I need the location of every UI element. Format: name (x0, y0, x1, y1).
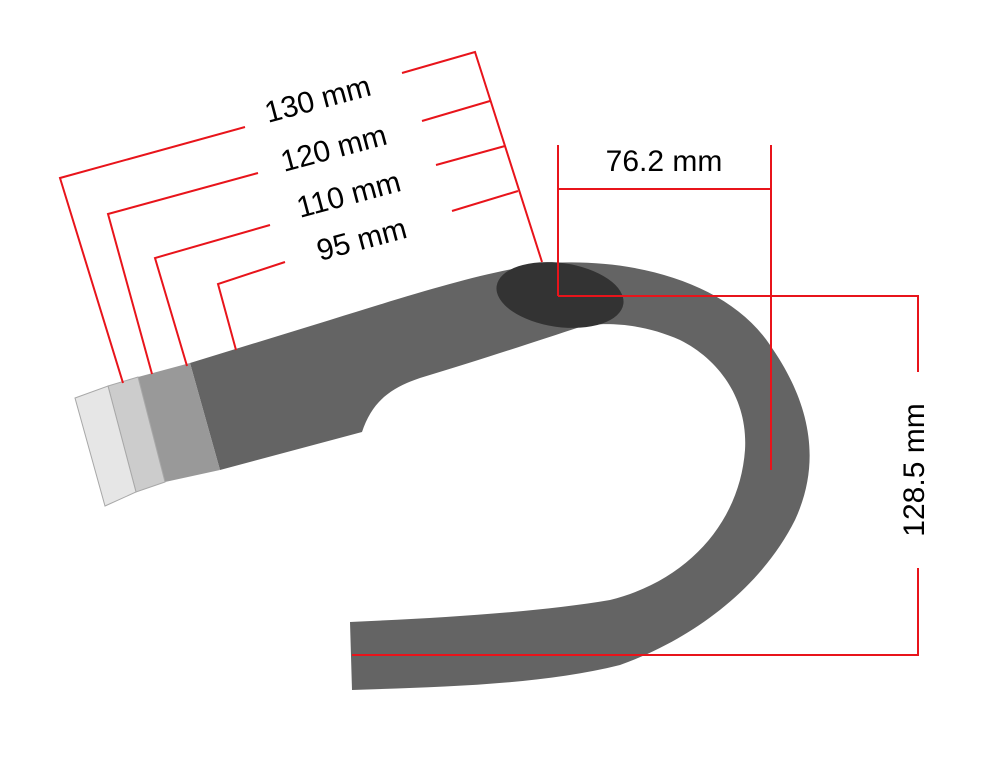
reach-110-leader-right (435, 145, 506, 166)
reach-95-leader (216, 261, 286, 351)
reach-95-leader-right (451, 190, 519, 212)
reach-130-label: 130 mm (261, 70, 374, 130)
reach-120-label: 120 mm (277, 119, 390, 179)
width-76-label: 76.2 mm (606, 145, 723, 178)
handlebar-body (190, 262, 810, 690)
drop-dimension-bottom (352, 568, 919, 656)
reach-120-leader (106, 172, 259, 375)
drop-dimension-top (558, 295, 919, 372)
drop-128-label: 128.5 mm (898, 403, 931, 536)
reach-130-leader (58, 126, 246, 384)
reach-band-110 (138, 363, 220, 482)
reach-130-leader-right (401, 50, 543, 263)
reach-95-label: 95 mm (313, 212, 410, 268)
reach-120-leader-right (421, 100, 491, 122)
reach-110-leader (153, 224, 271, 367)
reach-band-130 (74, 385, 137, 507)
